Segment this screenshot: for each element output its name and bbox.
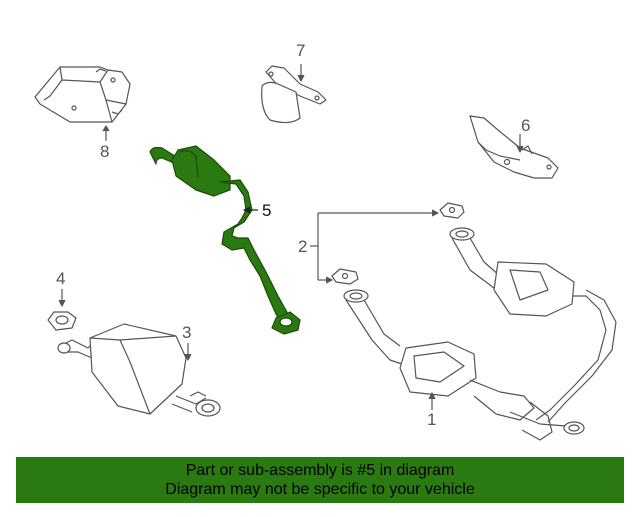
part-6-heat-shield	[469, 115, 559, 179]
callout-4: 4	[56, 269, 66, 288]
part-5-resonator-pipe	[149, 145, 301, 335]
banner-line-2: Diagram may not be specific to your vehi…	[165, 481, 475, 498]
callout-7: 7	[296, 41, 306, 60]
part-4-gasket	[47, 311, 77, 331]
part-2-gaskets	[310, 202, 465, 285]
part-info-banner: Part or sub-assembly is #5 in diagram Di…	[16, 457, 624, 503]
part-8-heat-shield	[34, 66, 131, 123]
callout-5: 5	[262, 201, 272, 220]
callout-2: 2	[298, 237, 308, 256]
callout-8: 8	[100, 142, 110, 161]
part-1-converter-assembly	[343, 227, 617, 441]
callout-1: 1	[427, 410, 437, 429]
part-3-muffler	[57, 323, 221, 417]
part-7-heat-shield	[261, 65, 327, 124]
callout-6: 6	[521, 116, 531, 135]
banner-line-1: Part or sub-assembly is #5 in diagram	[185, 462, 455, 479]
callout-3: 3	[182, 323, 192, 342]
